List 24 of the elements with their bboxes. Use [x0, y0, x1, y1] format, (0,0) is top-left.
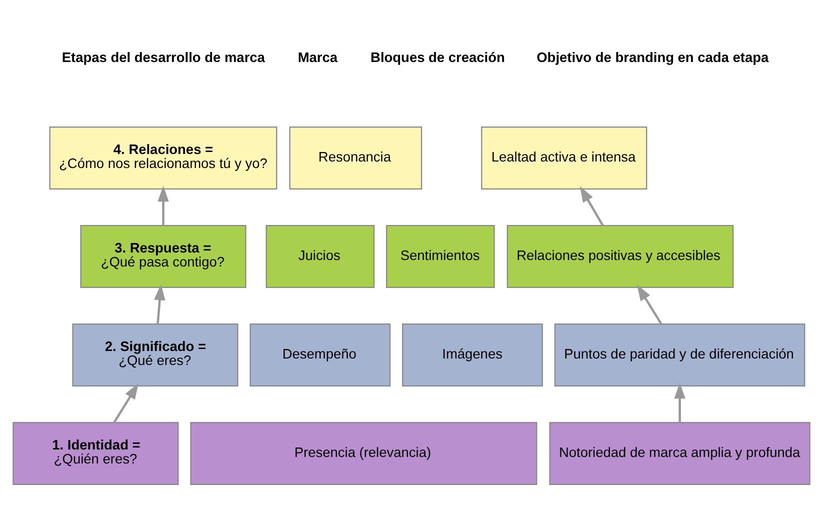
- node-box: Resonancia: [289, 126, 422, 189]
- arrow: [113, 382, 139, 423]
- node-box: Presencia (relevancia): [190, 422, 538, 484]
- node-box: Imágenes: [402, 323, 543, 386]
- node-box: Relaciones positivas y accesibles: [506, 224, 734, 288]
- label: Objetivo de branding en cada etapa: [536, 49, 769, 64]
- node-box: Puntos de paridad y de diferenciación: [554, 323, 806, 386]
- node-box: Juicios: [266, 224, 375, 288]
- label: Etapas del desarrollo de marca: [62, 49, 265, 64]
- node-box: 3. Respuesta = ¿Qué pasa contigo?: [80, 224, 246, 288]
- node-box: Notoriedad de marca amplia y profunda: [549, 422, 810, 484]
- node-box: 1. Identidad = ¿Quién eres?: [12, 422, 179, 484]
- arrow: [158, 185, 169, 225]
- arrow: [154, 284, 166, 324]
- node-box: Desempeño: [250, 323, 391, 386]
- node-box: 4. Relaciones = ¿Cómo nos relacionamos tú y yo?: [49, 126, 278, 189]
- node-box: Sentimientos: [386, 224, 495, 288]
- label: Bloques de creación: [370, 49, 505, 64]
- arrow: [580, 186, 604, 226]
- label: Marca: [298, 49, 338, 64]
- node-box: Lealtad activa e intensa: [481, 126, 648, 189]
- node-box: 2. Significado = ¿Qué eres?: [72, 323, 238, 386]
- arrow: [674, 382, 686, 422]
- arrow: [636, 284, 662, 324]
